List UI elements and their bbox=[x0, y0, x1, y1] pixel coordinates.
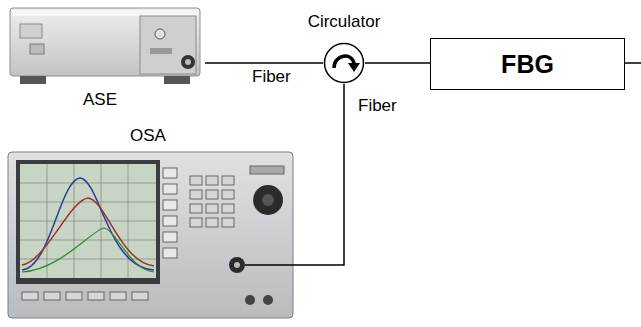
component-name: Circulator bbox=[308, 12, 381, 32]
instrument-label: ASE bbox=[83, 90, 117, 110]
fiber-tail bbox=[625, 62, 641, 64]
ase-node: ASE bbox=[5, 4, 205, 112]
circulator-node: Circulator bbox=[323, 42, 365, 84]
fiber-connector bbox=[365, 62, 430, 64]
fiber-connector bbox=[205, 62, 323, 64]
circulator-symbol bbox=[323, 42, 365, 84]
instrument-label: OSA bbox=[130, 126, 166, 146]
ase-instrument bbox=[10, 8, 200, 84]
component-name: FBG bbox=[501, 50, 554, 79]
osa-instrument bbox=[8, 152, 302, 318]
osa-node: OSA bbox=[4, 126, 302, 324]
fiber-connector bbox=[302, 84, 344, 265]
fbg-box: FBG bbox=[430, 38, 625, 90]
fiber-label: Fiber bbox=[358, 96, 397, 116]
fiber-label: Fiber bbox=[252, 67, 291, 87]
